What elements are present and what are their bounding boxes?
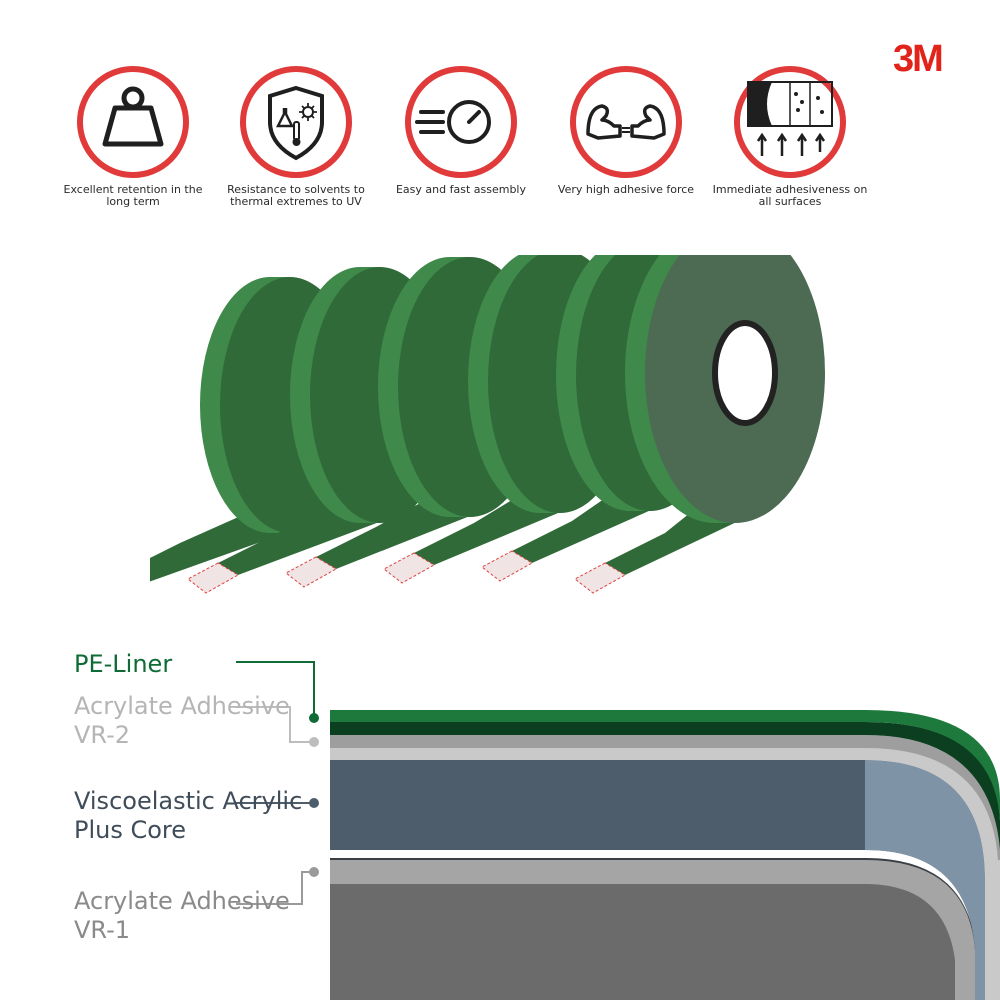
feature-label-resistance: Resistance to solvents to thermal extrem…: [227, 183, 365, 208]
surface-arrows-icon: [734, 66, 846, 178]
feature-label-force: Very high adhesive force: [557, 183, 695, 196]
brand-logo: 3M: [893, 38, 944, 80]
speed-gauge-icon: [405, 66, 517, 178]
layer-label-core: Viscoelastic Acrylic Plus Core: [74, 787, 303, 844]
layer-label-acrylate-vr1: Acrylate Adhesive VR-1: [74, 887, 290, 944]
feature-label-assembly: Easy and fast assembly: [395, 183, 526, 196]
liner-tab: [285, 556, 337, 588]
shield-lab-icon: [240, 66, 352, 178]
weight-icon: [77, 66, 189, 178]
tape-rolls-illustration: [150, 255, 825, 594]
roll-core-hole: [712, 320, 778, 426]
strong-arms-icon: [570, 66, 682, 178]
layer-label-pe-liner: PE-Liner: [74, 650, 173, 678]
liner-tab: [574, 562, 626, 594]
liner-tab: [187, 562, 239, 594]
feature-label-retention: Excellent retention in the long term: [63, 183, 203, 208]
liner-tab: [383, 552, 435, 584]
feature-label-adhesiveness: Immediate adhesiveness on all surfaces: [712, 183, 868, 208]
layer-label-acrylate-vr2: Acrylate Adhesive VR-2: [74, 692, 290, 749]
liner-tab: [481, 550, 533, 582]
